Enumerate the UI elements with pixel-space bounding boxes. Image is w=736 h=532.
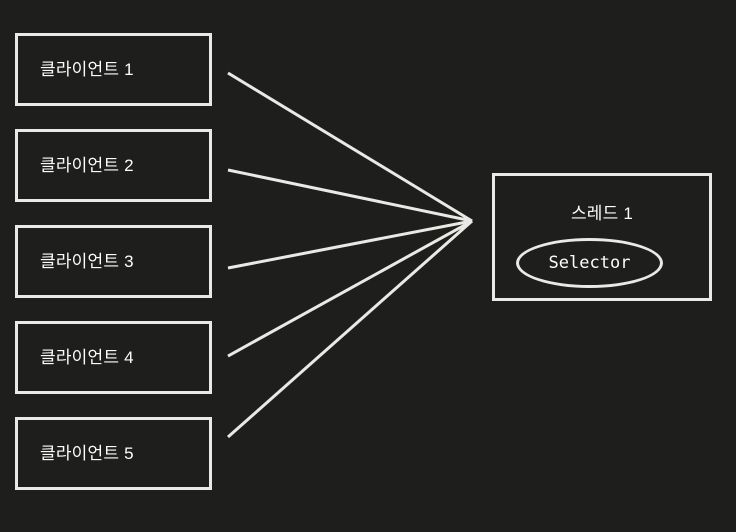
client-node-label: 클라이언트 3 (40, 252, 134, 271)
client-node-3: 클라이언트 3 (15, 225, 212, 298)
client-node-5: 클라이언트 5 (15, 417, 212, 490)
client-node-4: 클라이언트 4 (15, 321, 212, 394)
selector-label: Selector (548, 252, 631, 273)
edge-client-4-to-selector (227, 219, 473, 358)
edge-client-2-to-selector (227, 168, 473, 223)
thread-node: 스레드 1 Selector (492, 173, 712, 301)
client-node-label: 클라이언트 4 (40, 348, 134, 367)
edge-client-5-to-selector (227, 219, 473, 439)
client-node-label: 클라이언트 1 (40, 60, 134, 79)
edge-client-3-to-selector (227, 219, 473, 270)
edge-client-1-to-selector (227, 71, 473, 223)
client-node-1: 클라이언트 1 (15, 33, 212, 106)
client-node-label: 클라이언트 2 (40, 156, 134, 175)
thread-node-title: 스레드 1 (570, 204, 634, 223)
client-node-2: 클라이언트 2 (15, 129, 212, 202)
selector-ellipse: Selector (516, 238, 663, 288)
client-node-label: 클라이언트 5 (40, 444, 134, 463)
